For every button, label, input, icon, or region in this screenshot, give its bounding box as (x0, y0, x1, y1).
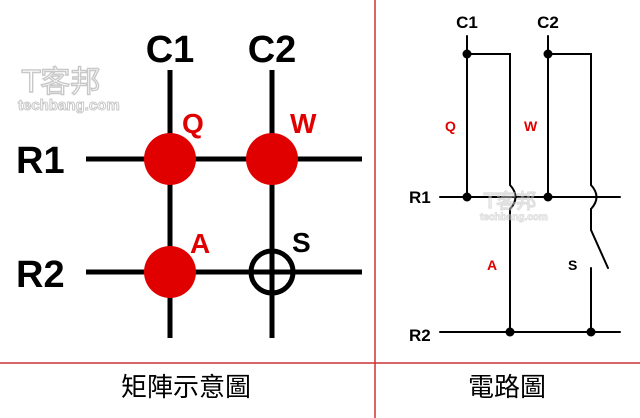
matrix-row-label-r1: R1 (16, 140, 65, 182)
circuit-caption: 電路圖 (468, 373, 546, 403)
switch-w-branch (547, 53, 592, 186)
key-label-a: A (190, 228, 210, 259)
circuit-watermark-site: techbang.com (480, 212, 548, 223)
matrix-row-label-r2: R2 (16, 254, 65, 296)
switch-q-branch (466, 53, 511, 186)
matrix-column-label-c2: C2 (248, 29, 297, 71)
key-label-q: Q (182, 108, 204, 139)
key-q-pressed-dot (144, 133, 196, 185)
circuit-watermark: T客邦 techbang.com (480, 188, 549, 223)
key-label-s: S (292, 227, 311, 258)
circuit-switch-label-w: W (524, 118, 538, 134)
matrix-diagram: C1 C2 R1 R2 Q W A S T客邦 techbang.com 矩陣示… (16, 29, 362, 403)
circuit-row-label-r1: R1 (409, 188, 431, 207)
circuit-diagram: C1 C2 R1 R2 Q W A S T客邦 (409, 13, 621, 403)
crossover-hop-a (509, 184, 517, 210)
circuit-watermark-logo: T客邦 (483, 189, 536, 213)
watermark-logo: T客邦 techbang.com (18, 64, 121, 114)
watermark-logo-text: T客邦 (21, 65, 100, 100)
matrix-column-label-c1: C1 (146, 29, 195, 71)
circuit-switch-label-q: Q (445, 118, 456, 134)
matrix-caption: 矩陣示意圖 (121, 373, 251, 403)
circuit-switch-label-s: S (568, 257, 577, 273)
r2-junction-s (586, 327, 596, 337)
switch-s-lever (590, 229, 609, 269)
circuit-switch-label-a: A (487, 257, 497, 273)
watermark-site-text: techbang.com (18, 97, 120, 114)
key-label-w: W (290, 108, 317, 139)
circuit-column-label-c1: C1 (456, 13, 478, 32)
crossover-hop-s (590, 184, 598, 210)
key-w-pressed-dot (246, 133, 298, 185)
key-a-pressed-dot (144, 246, 196, 298)
circuit-column-label-c2: C2 (537, 13, 559, 32)
circuit-row-label-r2: R2 (409, 326, 431, 345)
r2-junction-a (505, 327, 515, 337)
key-s-unpressed-node (248, 248, 296, 296)
